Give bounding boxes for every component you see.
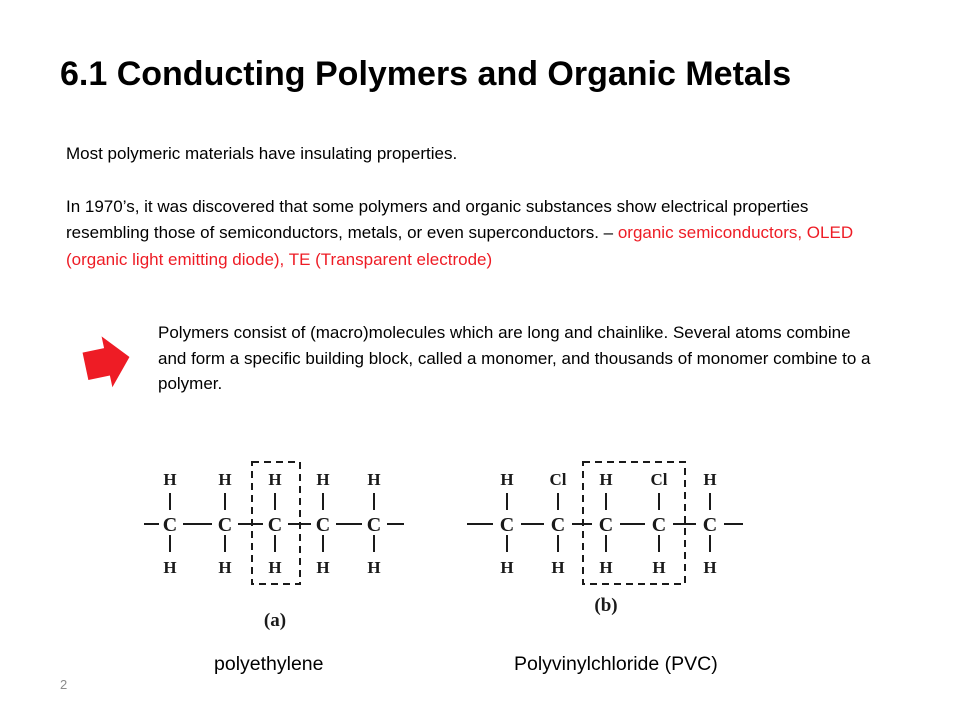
atom-h: H — [367, 558, 380, 577]
applications-highlight: organic semiconductors, OLED (organic li… — [66, 223, 854, 269]
atom-h: H — [652, 558, 665, 577]
atom-c: C — [599, 514, 613, 536]
atom-c: C — [218, 514, 232, 536]
atom-h: H — [163, 558, 176, 577]
pvc-structure-diagram: H Cl H Cl H C C C C C H H H H H (b) — [467, 461, 743, 616]
atom-c: C — [367, 514, 381, 536]
monomer-bracket — [251, 461, 301, 585]
atom-h: H — [703, 470, 716, 489]
pvc-caption: Polyvinylchloride (PVC) — [514, 653, 718, 675]
atom-c: C — [652, 514, 666, 536]
atom-h: H — [268, 470, 281, 489]
atom-c: C — [551, 514, 565, 536]
atom-h: H — [316, 470, 329, 489]
red-right-arrow-icon — [82, 336, 130, 388]
atom-h: H — [316, 558, 329, 577]
atom-h: H — [367, 470, 380, 489]
atom-h: H — [163, 470, 176, 489]
vertical-bond — [169, 493, 375, 552]
atom-cl: Cl — [550, 470, 567, 489]
discovery-paragraph: In 1970’s, it was discovered that some p… — [66, 194, 886, 274]
figure-label-b: (b) — [594, 595, 617, 616]
slide-title: 6.1 Conducting Polymers and Organic Meta… — [60, 55, 792, 93]
atom-h: H — [551, 558, 564, 577]
polyethylene-structure-diagram: H H H H H C C C C C H H H H H (a) — [144, 461, 404, 631]
atom-h: H — [500, 470, 513, 489]
atom-h: H — [218, 558, 231, 577]
atom-c: C — [703, 514, 717, 536]
insulating-paragraph: Most polymeric materials have insulating… — [66, 144, 458, 163]
atom-c: C — [163, 514, 177, 536]
atom-h: H — [703, 558, 716, 577]
vertical-bond — [506, 493, 711, 552]
atom-h: H — [599, 470, 612, 489]
intro-text: Most polymeric materials have insulating… — [66, 141, 886, 273]
figure-label-a: (a) — [264, 610, 286, 631]
monomer-bracket — [582, 461, 686, 585]
atom-h: H — [268, 558, 281, 577]
monomer-explanation: Polymers consist of (macro)molecules whi… — [158, 323, 871, 393]
atom-h: H — [599, 558, 612, 577]
atom-h: H — [500, 558, 513, 577]
atom-c: C — [316, 514, 330, 536]
atom-h: H — [218, 470, 231, 489]
page-number: 2 — [60, 677, 68, 692]
discovery-text: In 1970’s, it was discovered that some p… — [66, 196, 809, 243]
polyethylene-caption: polyethylene — [214, 653, 324, 675]
atom-c: C — [268, 514, 282, 536]
atom-cl: Cl — [651, 470, 668, 489]
atom-c: C — [500, 514, 514, 536]
